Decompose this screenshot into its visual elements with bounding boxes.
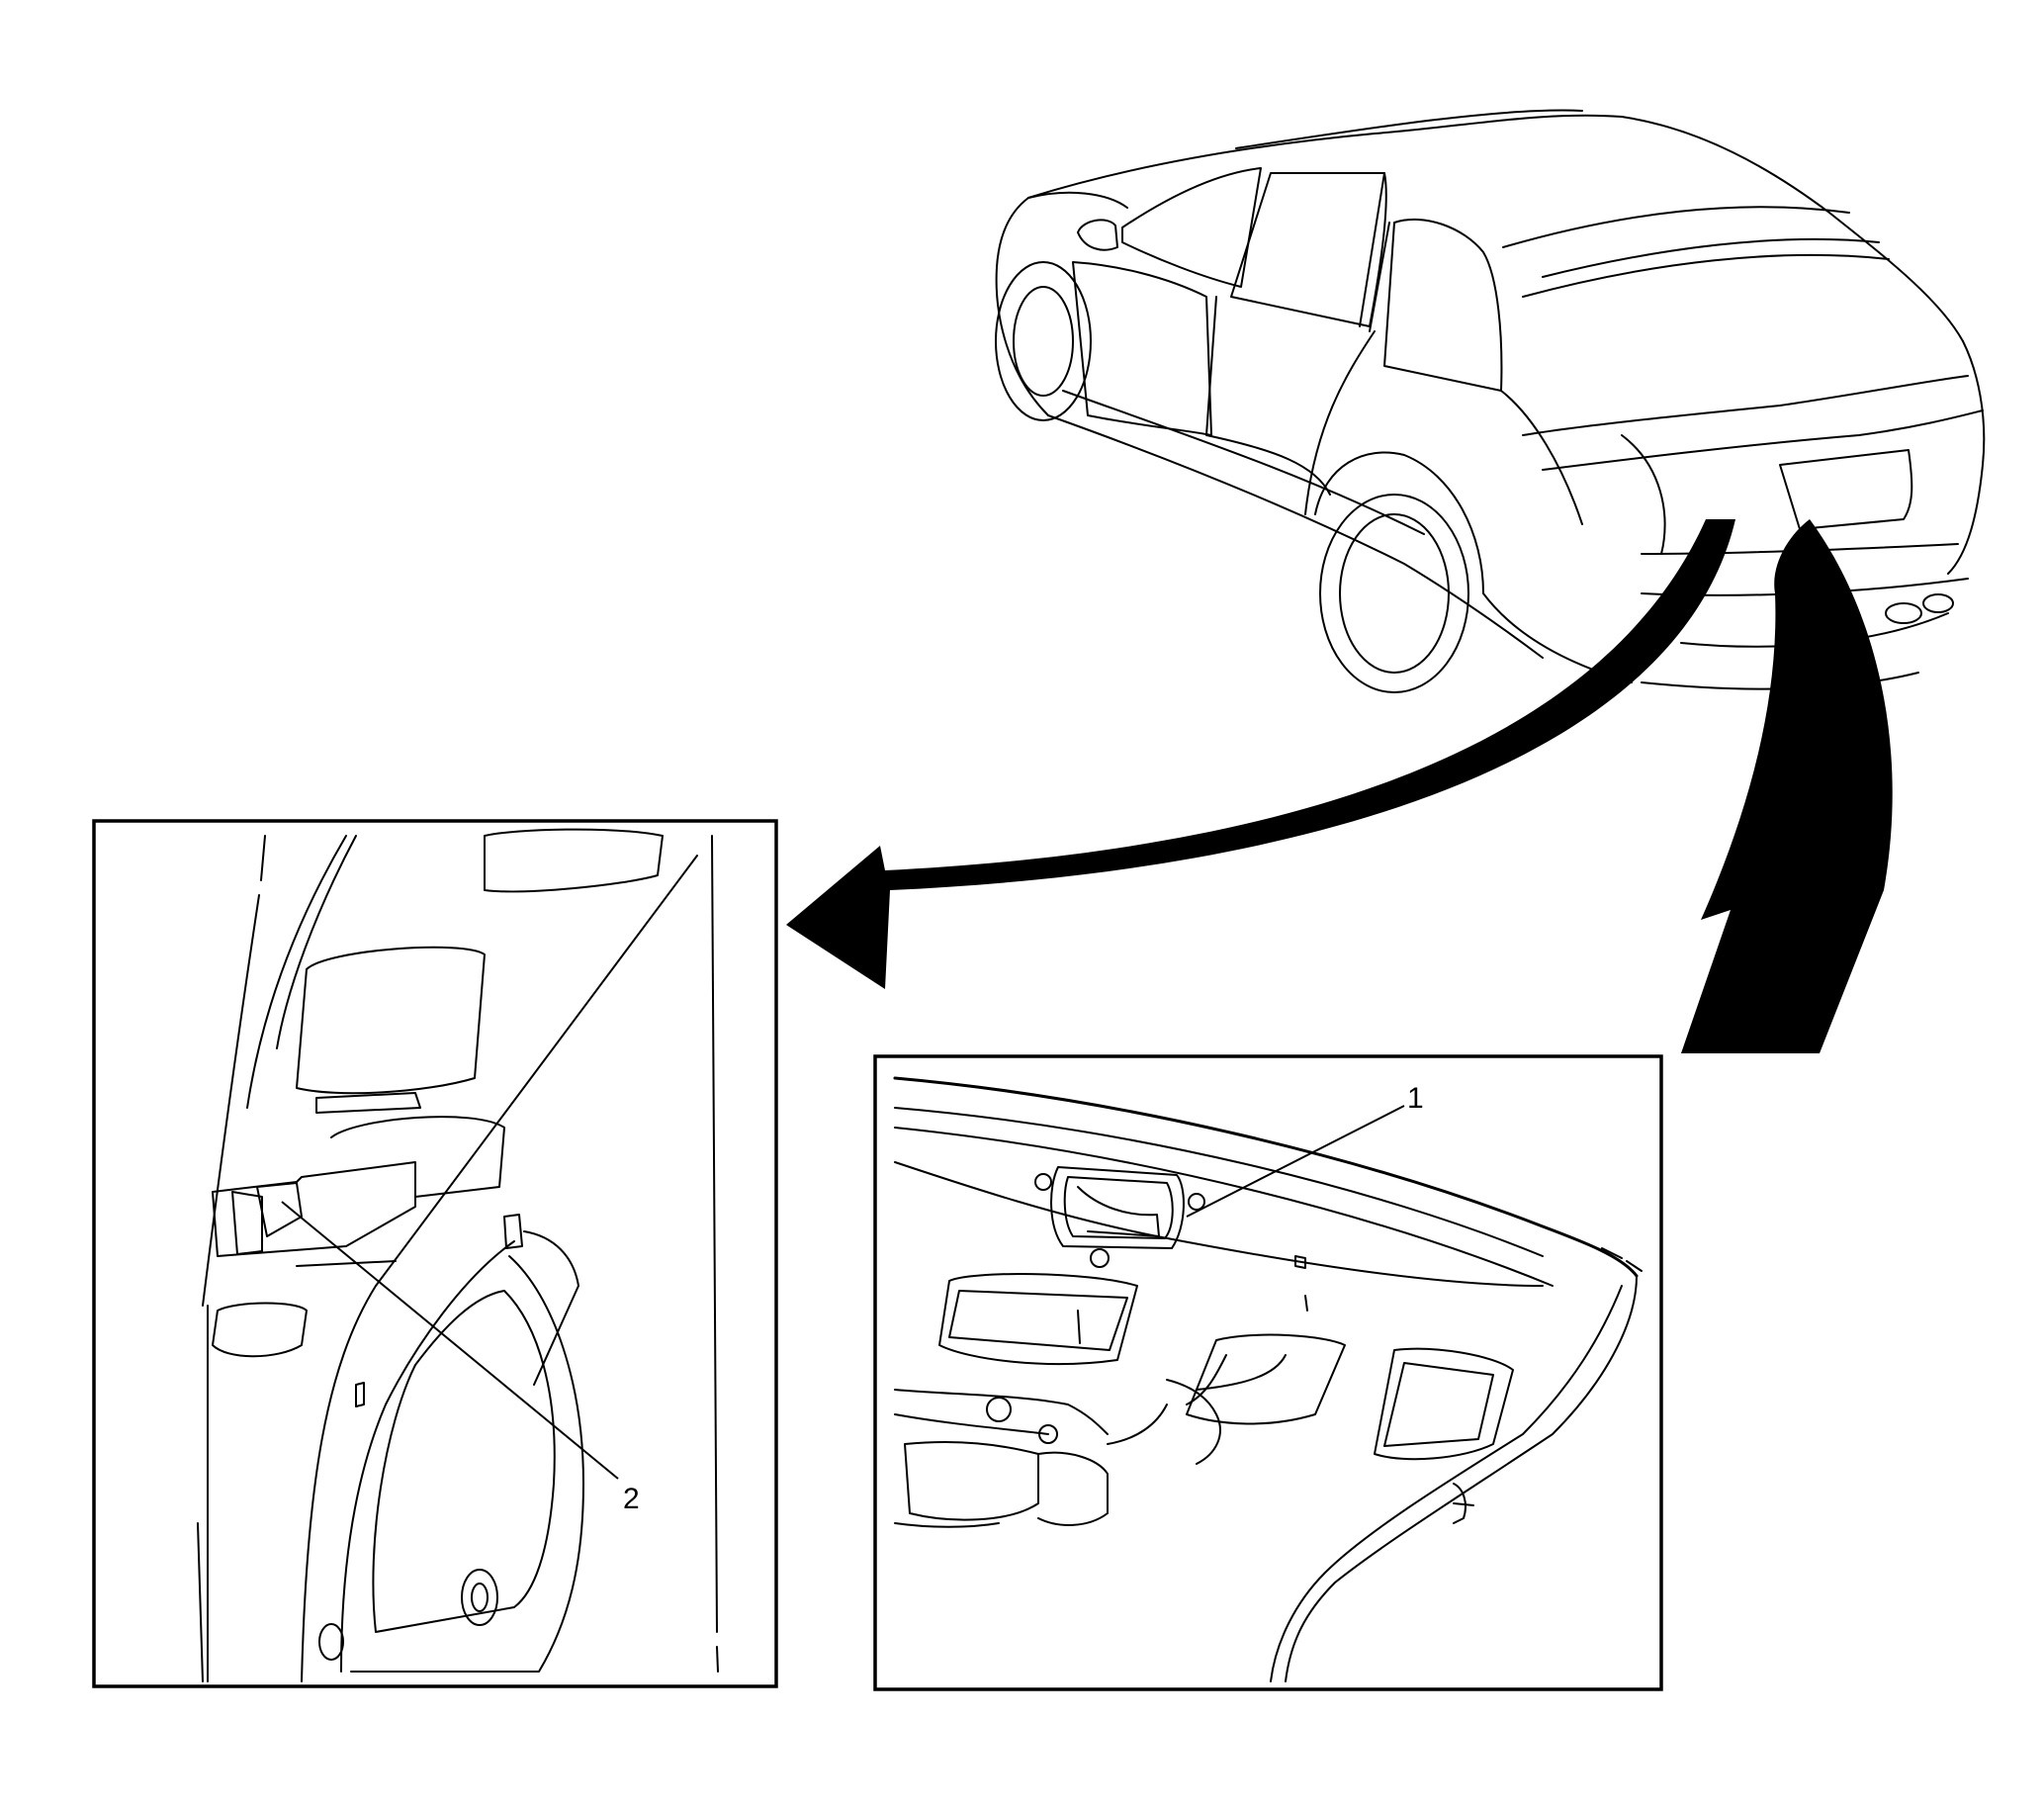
- arrow-to-left-detail: [786, 519, 1735, 989]
- callout-2-label: 2: [623, 1483, 640, 1515]
- callout-1-label: 1: [1407, 1082, 1424, 1115]
- callout-1-leader: [1186, 1105, 1405, 1218]
- detail-panel-right: 1: [873, 1054, 1663, 1691]
- vehicle-rear-view: [995, 109, 1986, 693]
- arrow-to-right-detail: [1681, 519, 1893, 1053]
- detail-panel-left: 2: [92, 819, 778, 1688]
- callout-2-leader: [281, 1201, 619, 1480]
